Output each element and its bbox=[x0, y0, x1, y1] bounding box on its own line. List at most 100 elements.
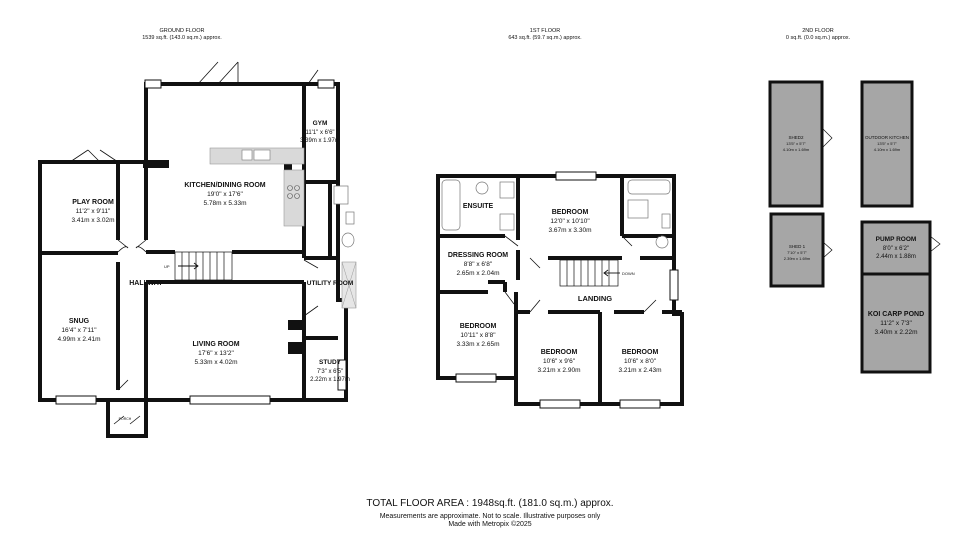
first-floor-doors bbox=[504, 235, 657, 313]
svg-text:11'2" x 7'3": 11'2" x 7'3" bbox=[880, 320, 912, 327]
svg-text:3.41m x 3.02m: 3.41m x 3.02m bbox=[72, 217, 115, 224]
room-label-dressing: DRESSING ROOM 8'8" x 6'8" 2.65m x 2.04m bbox=[448, 252, 508, 277]
svg-text:4.10m x 1.69m: 4.10m x 1.69m bbox=[783, 147, 810, 152]
svg-text:10'6" x 9'6": 10'6" x 9'6" bbox=[543, 358, 576, 365]
svg-text:19'0" x 17'6": 19'0" x 17'6" bbox=[207, 191, 243, 198]
svg-text:BEDROOM: BEDROOM bbox=[541, 349, 578, 356]
room-label-hallway: HALLWAY bbox=[129, 280, 163, 287]
room-label-bedroom-right: BEDROOM 10'6" x 8'0" 3.21m x 2.43m bbox=[619, 349, 662, 374]
svg-text:10'11" x 8'8": 10'11" x 8'8" bbox=[460, 332, 496, 339]
shower-icon bbox=[627, 199, 649, 219]
bath-icon bbox=[627, 179, 671, 195]
first-floor-area: 643 sq.ft. (59.7 sq.m.) approx. bbox=[508, 35, 582, 41]
svg-text:17'6" x 13'2": 17'6" x 13'2" bbox=[198, 350, 234, 357]
kitchen-worktop bbox=[283, 169, 305, 227]
svg-text:3.21m x 2.90m: 3.21m x 2.90m bbox=[538, 367, 581, 374]
second-floor-title: 2ND FLOOR bbox=[802, 28, 834, 34]
shower-tray-icon bbox=[499, 213, 515, 231]
ground-floor-doors bbox=[69, 61, 319, 425]
outbuilding-shed1: SHED 1 7'10" x 5'7" 2.39m x 1.69m bbox=[769, 212, 833, 288]
stair-down-label: DOWN bbox=[622, 271, 635, 276]
shower-icon bbox=[333, 185, 349, 205]
ground-floor-pillars bbox=[143, 160, 302, 354]
svg-text:3.21m x 2.43m: 3.21m x 2.43m bbox=[619, 367, 662, 374]
toilet-icon bbox=[655, 235, 669, 249]
svg-text:2.39m x 1.69m: 2.39m x 1.69m bbox=[784, 256, 811, 261]
svg-text:STUDY: STUDY bbox=[319, 359, 342, 366]
svg-text:5.78m x 5.33m: 5.78m x 5.33m bbox=[204, 200, 247, 207]
room-label-utility: UTILITY ROOM bbox=[307, 280, 353, 287]
svg-text:PUMP ROOM: PUMP ROOM bbox=[876, 236, 917, 243]
svg-text:11'2" x 9'11": 11'2" x 9'11" bbox=[76, 208, 111, 215]
svg-text:SHED 1: SHED 1 bbox=[789, 244, 806, 249]
ground-floor-title: GROUND FLOOR bbox=[160, 28, 205, 34]
first-floor-heading: 1ST FLOOR 643 sq.ft. (59.7 sq.m.) approx… bbox=[508, 28, 582, 41]
toilet-icon bbox=[341, 232, 355, 248]
sink-icon bbox=[241, 149, 253, 161]
ground-floor-heading: GROUND FLOOR 1539 sq.ft. (143.0 sq.m.) a… bbox=[142, 28, 222, 41]
kitchen-fittings bbox=[209, 147, 305, 227]
outbuilding-outdoor-kitchen: OUTDOOR KITCHEN 13'5" x 5'7" 4.10m x 1.6… bbox=[860, 80, 914, 208]
first-floor-windows bbox=[455, 171, 679, 409]
second-floor-area: 0 sq.ft. (0.0 sq.m.) approx. bbox=[786, 35, 851, 41]
svg-text:7'3" x 6'5": 7'3" x 6'5" bbox=[317, 369, 343, 375]
ground-floor-windows bbox=[55, 79, 347, 405]
outbuilding-pump-room: PUMP ROOM 8'0" x 6'2" 2.44m x 1.88m bbox=[860, 220, 941, 276]
svg-text:13'5" x 5'7": 13'5" x 5'7" bbox=[877, 141, 897, 146]
room-label-bedroom-main: BEDROOM 12'0" x 10'10" 3.67m x 3.30m bbox=[549, 209, 592, 234]
outbuilding-koi-pond: KOI CARP POND 11'2" x 7'3" 3.40m x 2.22m bbox=[860, 272, 932, 374]
ground-floor-walls bbox=[38, 82, 348, 438]
svg-text:GYM: GYM bbox=[313, 120, 328, 127]
basin-icon bbox=[345, 211, 355, 225]
first-staircase bbox=[559, 259, 620, 287]
room-label-bedroom-mid: BEDROOM 10'6" x 9'6" 3.21m x 2.90m bbox=[538, 349, 581, 374]
second-floor-heading: 2ND FLOOR 0 sq.ft. (0.0 sq.m.) approx. bbox=[786, 28, 851, 41]
svg-text:12'0" x 10'10": 12'0" x 10'10" bbox=[550, 218, 590, 225]
room-label-kitchen: KITCHEN/DINING ROOM 19'0" x 17'6" 5.78m … bbox=[184, 182, 265, 207]
svg-text:LIVING ROOM: LIVING ROOM bbox=[192, 341, 239, 348]
disclaimer-text: Measurements are approximate. Not to sca… bbox=[379, 513, 601, 520]
svg-text:OUTDOOR KITCHEN: OUTDOOR KITCHEN bbox=[865, 135, 909, 140]
room-label-living: LIVING ROOM 17'6" x 13'2" 5.33m x 4.02m bbox=[192, 341, 239, 366]
shower-icon bbox=[499, 181, 515, 199]
first-floor-title: 1ST FLOOR bbox=[530, 28, 560, 34]
svg-text:10'6" x 8'0": 10'6" x 8'0" bbox=[624, 358, 657, 365]
svg-text:3.67m x 3.30m: 3.67m x 3.30m bbox=[549, 227, 592, 234]
svg-text:2.22m x 1.97m: 2.22m x 1.97m bbox=[310, 377, 350, 383]
room-label-bedroom-left: BEDROOM 10'11" x 8'8" 3.33m x 2.65m bbox=[457, 323, 500, 348]
svg-text:BEDROOM: BEDROOM bbox=[460, 323, 497, 330]
room-label-ensuite: ENSUITE bbox=[463, 203, 494, 210]
svg-text:4.10m x 1.69m: 4.10m x 1.69m bbox=[874, 147, 901, 152]
room-label-porch: PORCH bbox=[119, 417, 132, 421]
room-label-bathroom: BATHROOM bbox=[635, 233, 661, 238]
room-label-study: STUDY 7'3" x 6'5" 2.22m x 1.97m bbox=[310, 359, 350, 383]
basin-icon bbox=[661, 213, 671, 229]
svg-text:SNUG: SNUG bbox=[69, 318, 90, 325]
svg-text:2.44m x 1.88m: 2.44m x 1.88m bbox=[876, 254, 916, 260]
svg-text:BEDROOM: BEDROOM bbox=[552, 209, 589, 216]
outbuilding-shed2: SHED2 13'5" x 5'7" 4.10m x 1.69m bbox=[768, 80, 833, 208]
svg-text:SHED2: SHED2 bbox=[788, 135, 804, 140]
svg-text:3.33m x 2.65m: 3.33m x 2.65m bbox=[457, 341, 500, 348]
svg-text:PLAY ROOM: PLAY ROOM bbox=[72, 199, 114, 206]
bath-icon bbox=[441, 179, 461, 231]
svg-text:KITCHEN/DINING ROOM: KITCHEN/DINING ROOM bbox=[184, 182, 265, 189]
first-floor-fixtures bbox=[441, 179, 671, 249]
svg-text:13'5" x 5'7": 13'5" x 5'7" bbox=[786, 141, 806, 146]
svg-text:BEDROOM: BEDROOM bbox=[622, 349, 659, 356]
svg-text:11'1" x 6'6": 11'1" x 6'6" bbox=[305, 130, 334, 136]
svg-text:8'0" x 6'2": 8'0" x 6'2" bbox=[883, 246, 909, 252]
svg-text:3.40m x 2.22m: 3.40m x 2.22m bbox=[875, 329, 918, 336]
ground-floor-area: 1539 sq.ft. (143.0 sq.m.) approx. bbox=[142, 35, 222, 41]
room-label-snug: SNUG 16'4" x 7'11" 4.99m x 2.41m bbox=[58, 318, 101, 343]
svg-text:2.65m x 2.04m: 2.65m x 2.04m bbox=[457, 270, 500, 277]
room-label-gym: GYM 11'1" x 6'6" 3.39m x 1.97m bbox=[300, 120, 340, 144]
stair-up-label: UP bbox=[164, 264, 170, 269]
svg-text:16'4" x 7'11": 16'4" x 7'11" bbox=[61, 327, 97, 334]
svg-text:8'8" x 6'8": 8'8" x 6'8" bbox=[464, 261, 493, 268]
svg-text:4.99m x 2.41m: 4.99m x 2.41m bbox=[58, 336, 101, 343]
room-label-landing: LANDING bbox=[578, 294, 612, 303]
ground-staircase bbox=[174, 251, 233, 281]
svg-text:7'10" x 5'7": 7'10" x 5'7" bbox=[787, 250, 807, 255]
metropix-credit: Made with Metropix ©2025 bbox=[448, 521, 532, 528]
